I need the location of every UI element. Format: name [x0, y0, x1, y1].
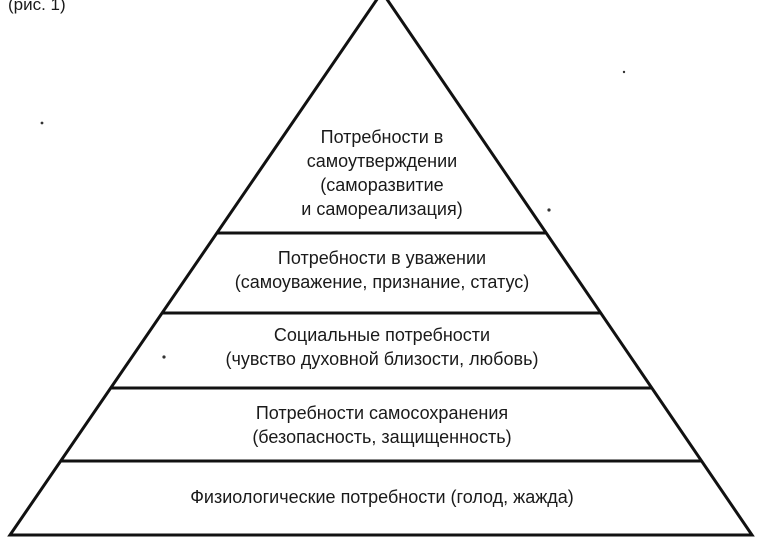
pyramid-level-esteem: Потребности в уважении (самоуважение, при…	[235, 248, 530, 292]
header-fragment: (рис. 1)	[8, 0, 66, 14]
pyramid-outline	[7, 0, 755, 537]
level-label-line: (самоуважение, признание, статус)	[235, 272, 530, 292]
level-label-line: и самореализация)	[301, 199, 462, 219]
level-label-line: Потребности в уважении	[278, 248, 486, 268]
pyramid-level-safety: Потребности самосохранения (безопасность,…	[252, 403, 511, 447]
speck-dot	[622, 70, 626, 74]
level-label-line: самоутверждении	[307, 151, 457, 171]
level-label-line: Социальные потребности	[274, 325, 490, 345]
speck-dot	[40, 121, 44, 125]
level-label-line: (чувство духовной близости, любовь)	[226, 349, 539, 369]
level-labels: Потребности в самоутверждении (саморазвити…	[190, 127, 574, 507]
pyramid-level-self-actualization: Потребности в самоутверждении (саморазвити…	[301, 127, 462, 219]
level-label-line: Физиологические потребности (голод, жажд…	[190, 487, 574, 507]
level-label-line: Потребности самосохранения	[256, 403, 508, 423]
level-label-line: (безопасность, защищенность)	[252, 427, 511, 447]
pyramid-level-physiological: Физиологические потребности (голод, жажд…	[190, 487, 574, 507]
speck-dot	[162, 355, 166, 359]
pyramid-level-social: Социальные потребности (чувство духовной …	[226, 325, 539, 369]
level-dividers	[60, 231, 702, 463]
level-label-line: Потребности в	[321, 127, 444, 147]
level-label-line: (саморазвитие	[320, 175, 443, 195]
speck-dot	[547, 208, 551, 212]
